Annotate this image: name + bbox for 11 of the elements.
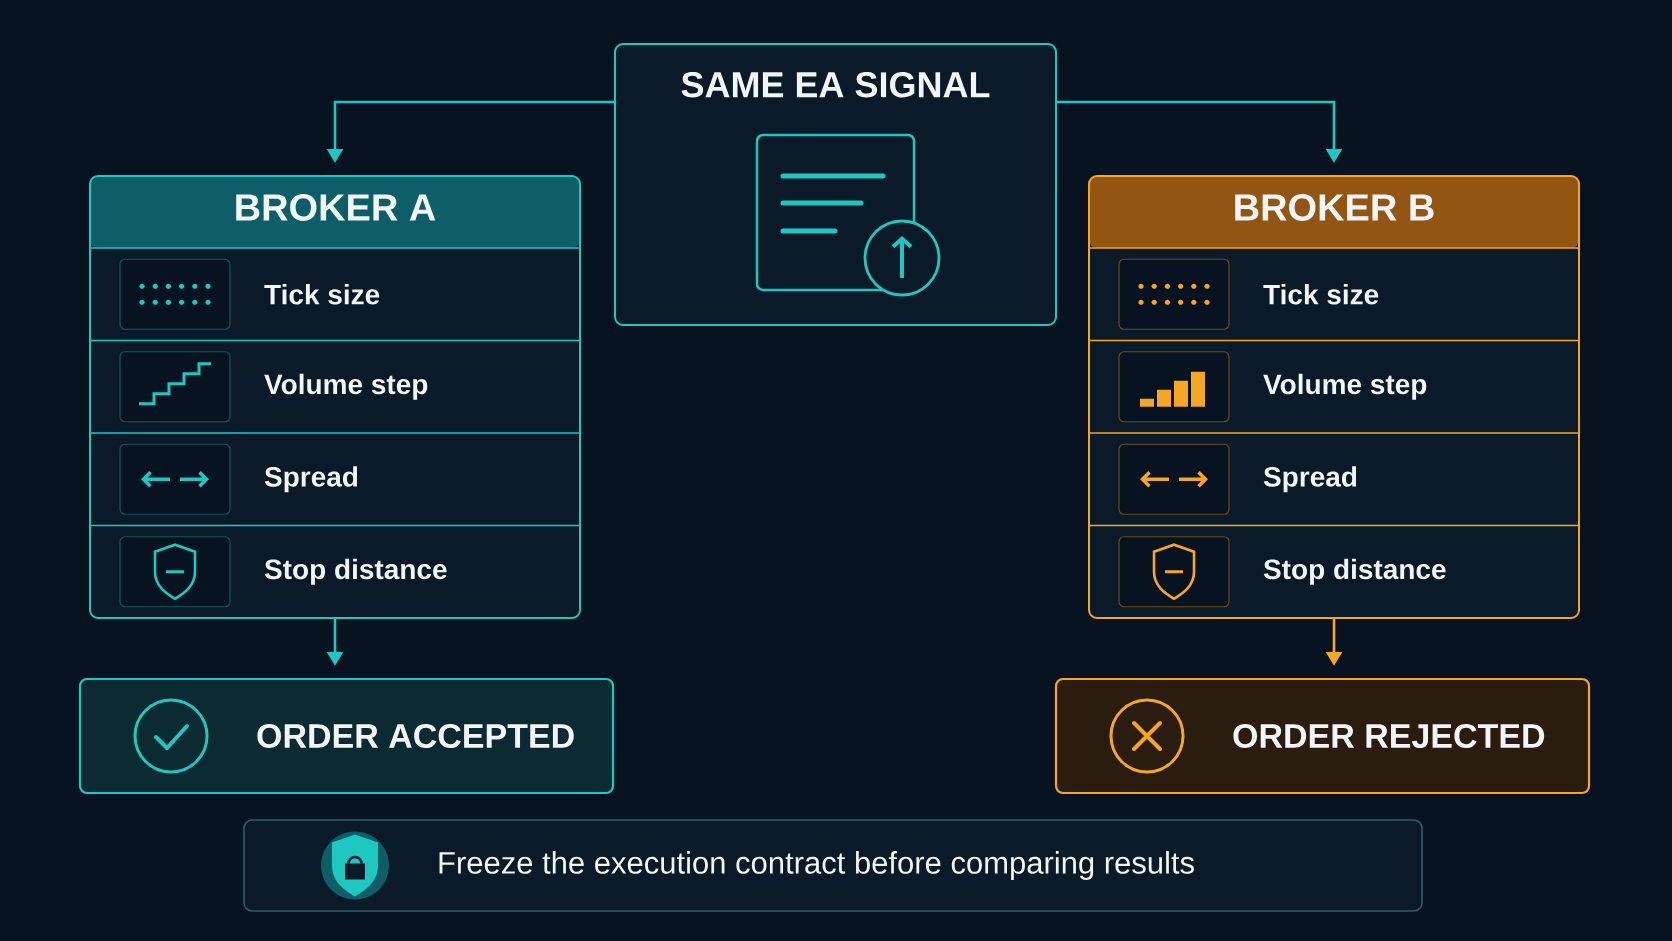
table-row: Spread: [1263, 466, 1357, 493]
table-row: Tick size: [1263, 284, 1379, 305]
table-row: Volume step: [1263, 373, 1427, 400]
table-row: Volume step: [264, 373, 428, 400]
table-row: Spread: [264, 466, 358, 493]
table-row: Tick size: [264, 284, 380, 305]
table-row: Stop distance: [264, 558, 447, 585]
result-box: ORDER REJECTED: [1054, 677, 1591, 795]
result-box: ORDER ACCEPTED: [78, 677, 615, 795]
table-row: Stop distance: [1263, 558, 1446, 585]
note-box: Freeze the execution contract before comparing results: [243, 819, 1423, 912]
